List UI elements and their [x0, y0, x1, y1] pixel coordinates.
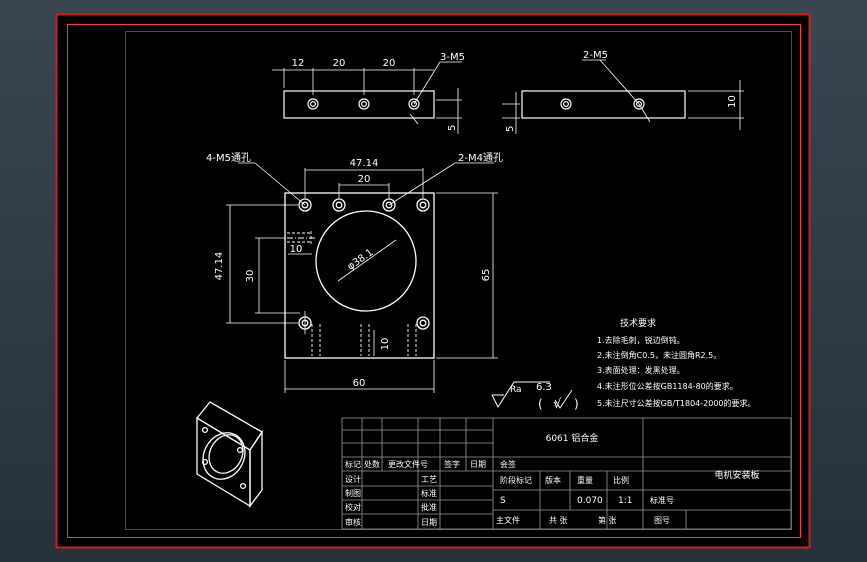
dim-20-b: 20 — [383, 58, 396, 69]
roughness-ra-label: Ra — [510, 385, 522, 395]
drawing-background — [56, 14, 810, 548]
dim-10-hole: 10 — [290, 244, 303, 255]
tb-scale-value: 1:1 — [618, 496, 632, 506]
dim-65-right: 65 — [481, 269, 492, 282]
dim-5-left-view: 5 — [447, 125, 458, 131]
callout-2-m5: 2-M5 — [583, 50, 608, 61]
title-material: 6061 铝合金 — [546, 432, 599, 444]
dim-12: 12 — [292, 58, 305, 69]
dim-47-14-left: 47.14 — [214, 252, 225, 281]
sheet-inner-frame — [67, 24, 801, 538]
tb-row-draw: 制图 — [345, 488, 361, 498]
roughness-paren-close: ) — [574, 397, 579, 411]
tb-review: 会签 — [500, 459, 516, 469]
tb-sheet-number: 第 张 — [598, 515, 617, 525]
front-view — [284, 192, 435, 359]
tb-row-check: 校对 — [345, 502, 361, 512]
front-view-hidden-holes — [287, 231, 417, 356]
tb-drawing-no-label: 图号 — [654, 516, 670, 525]
dim-10-bottom-hole: 10 — [380, 338, 391, 351]
tech-req-line-4: 4.未注形位公差按GB1184-80的要求。 — [597, 381, 738, 391]
tb-hdr-mark: 标记 — [345, 459, 361, 469]
dim-10-right-view: 10 — [727, 95, 738, 108]
tech-req-line-2: 2.未注倒角C0.5，未注圆角R2.5。 — [597, 350, 721, 360]
tb-weight-value: 0.070 — [577, 496, 603, 506]
drawing-border — [125, 31, 792, 530]
callout-3-m5: 3-M5 — [440, 52, 465, 63]
tb-mid-date: 日期 — [421, 518, 437, 527]
tb-copy-label: 版本 — [545, 475, 561, 485]
roughness-symbol — [491, 381, 573, 409]
isometric-view — [196, 401, 263, 508]
callout-2-m4-through: 2-M4通孔 — [458, 152, 503, 164]
tb-row-review: 审核 — [345, 517, 361, 527]
tb-row-design: 设计 — [345, 474, 361, 484]
tech-req-line-1: 1.去除毛刺，锐边倒钝。 — [597, 335, 685, 345]
tb-hdr-count: 处数 — [364, 459, 380, 469]
top-left-view — [272, 61, 462, 134]
tb-hdr-date: 日期 — [470, 460, 486, 469]
tech-req-line-3: 3.表面处理：发黑处理。 — [597, 365, 685, 375]
title-drawing-name: 电机安装板 — [714, 469, 759, 481]
tb-part-no-label: 标准号 — [650, 495, 674, 505]
roughness-value: 6.3 — [536, 382, 552, 393]
tb-scale-label: 比例 — [613, 475, 629, 485]
front-view-dimensions — [226, 162, 498, 393]
roughness-check: √ — [553, 397, 562, 412]
tb-hdr-sign: 签字 — [444, 459, 460, 469]
dim-47-14-top: 47.14 — [350, 158, 379, 169]
dim-5-right-view: 5 — [505, 126, 516, 132]
callout-4-m5-through: 4-M5通孔 — [206, 152, 251, 164]
dim-20-a: 20 — [333, 58, 346, 69]
tb-mid-process: 工艺 — [421, 475, 437, 484]
tb-stage-label: 阶段标记 — [500, 475, 532, 485]
dim-30-left: 30 — [245, 270, 256, 283]
tb-sheet-total: 共 张 — [549, 516, 568, 525]
tb-hdr-change: 更改文件号 — [388, 459, 428, 469]
tech-req-line-5: 5.未注尺寸公差按GB/T1804-2000的要求。 — [597, 398, 756, 408]
title-block-grid — [341, 417, 792, 530]
tb-mid-standard: 标准 — [421, 488, 437, 498]
roughness-paren-open: ( — [538, 397, 543, 411]
tb-total-label: 主文件 — [496, 515, 520, 525]
sheet-outer-frame — [55, 13, 811, 549]
tb-weight-label: 重量 — [577, 475, 593, 485]
tb-stage-value: S — [500, 496, 506, 506]
tb-mid-approve: 批准 — [421, 502, 437, 512]
dim-60-bottom: 60 — [353, 378, 366, 389]
tech-req-title: 技术要求 — [620, 317, 656, 329]
top-right-view — [502, 59, 744, 134]
dim-20-front: 20 — [358, 174, 371, 185]
